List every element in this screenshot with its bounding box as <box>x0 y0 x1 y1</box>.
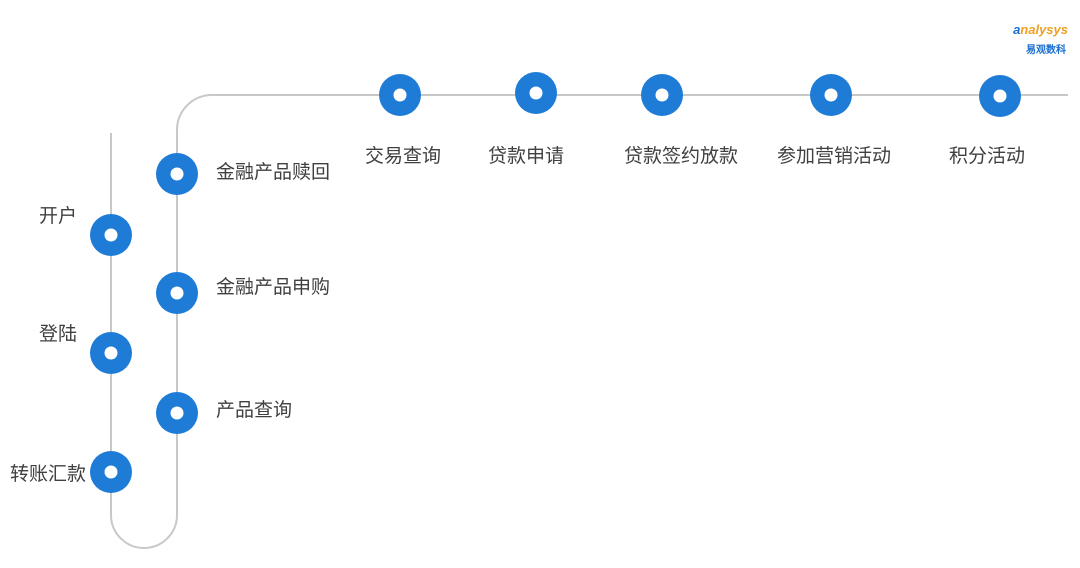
node-marker-left-1 <box>90 214 132 256</box>
node-label-top-1: 交易查询 <box>364 145 442 167</box>
node-label-middle-1: 金融产品赎回 <box>216 161 331 183</box>
node-label-top-2: 贷款申请 <box>487 145 565 167</box>
node-label-middle-3: 产品查询 <box>216 399 293 421</box>
logo-wordmark: analysys <box>1013 22 1068 37</box>
node-label-left-1: 开户 <box>38 205 77 227</box>
logo-subtitle: 易观数科 <box>1026 45 1066 56</box>
node-label-left-2: 登陆 <box>38 323 77 345</box>
node-label-left-3: 转账汇款 <box>9 463 86 485</box>
node-label-middle-2: 金融产品申购 <box>216 276 331 298</box>
node-marker-left-3 <box>90 451 132 493</box>
node-label-top-3: 贷款签约放款 <box>623 145 739 167</box>
node-marker-top-4 <box>810 74 852 116</box>
node-marker-top-2 <box>515 72 557 114</box>
node-marker-middle-3 <box>156 392 198 434</box>
node-label-top-4: 参加营销活动 <box>776 145 892 167</box>
node-marker-top-1 <box>379 74 421 116</box>
node-marker-left-2 <box>90 332 132 374</box>
journey-track-line <box>110 94 1068 549</box>
node-marker-middle-1 <box>156 153 198 195</box>
node-marker-top-3 <box>641 74 683 116</box>
node-label-top-5: 积分活动 <box>948 145 1026 167</box>
analysys-logo: analysys 易观数科 <box>1002 22 1072 62</box>
node-marker-middle-2 <box>156 272 198 314</box>
node-marker-top-5 <box>979 75 1021 117</box>
